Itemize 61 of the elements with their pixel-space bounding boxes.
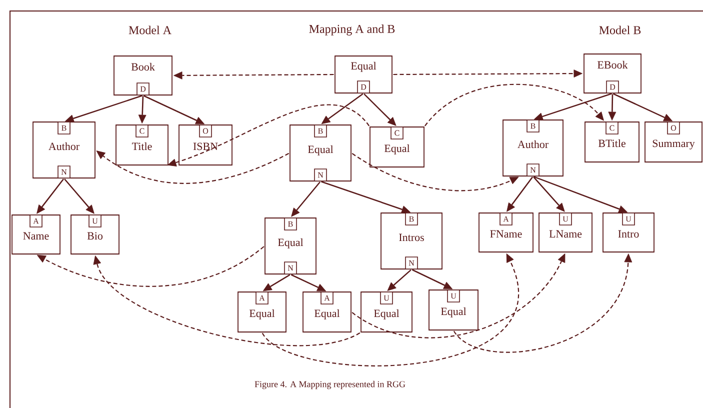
arrow [143, 95, 205, 124]
port-box: A [320, 292, 334, 304]
port-box: A [30, 214, 42, 228]
arrow [533, 176, 565, 212]
caption: Figure 4. A Mapping represented in RGG [254, 380, 406, 390]
arrow [364, 94, 396, 126]
arrow [321, 181, 410, 214]
port-box: B [526, 120, 540, 132]
arrow [534, 93, 612, 120]
port-box: B [405, 212, 418, 226]
port-box: U [622, 212, 635, 226]
arrow [321, 93, 364, 124]
arrow [608, 94, 616, 120]
port-box: O [667, 122, 680, 134]
arrow [291, 182, 320, 217]
dashed-arrow [393, 70, 582, 78]
port-box: N [284, 262, 297, 274]
port-box: N [58, 166, 70, 178]
heading: Model A [128, 26, 172, 34]
arrow [65, 95, 142, 122]
port-box: C [390, 126, 404, 140]
port-box: C [136, 124, 148, 138]
port-box: U [380, 292, 393, 304]
dashed-arrow [174, 72, 334, 80]
dashed-arrow [352, 152, 519, 192]
port-box: C [606, 122, 618, 134]
port-box: B [284, 218, 297, 230]
arrow [262, 274, 290, 292]
port-box: B [58, 122, 70, 134]
port-box: A [256, 292, 268, 304]
port-box: N [526, 164, 540, 176]
arrow [506, 176, 534, 212]
port-box: U [447, 290, 460, 302]
port-box: U [88, 214, 102, 228]
dashed-arrow [96, 150, 290, 184]
dashed-arrow [454, 254, 632, 353]
dashed-arrow [36, 246, 264, 287]
port-box: D [357, 80, 370, 94]
arrow [36, 178, 64, 214]
dashed-arrow [93, 256, 360, 346]
port-box: D [136, 82, 150, 96]
arrow [138, 96, 146, 124]
port-box: B [314, 124, 327, 138]
port-box: N [405, 256, 418, 270]
port-box: O [199, 124, 212, 138]
port-box: U [559, 212, 572, 226]
arrow [387, 269, 412, 291]
port-box: N [314, 168, 327, 182]
dashed-arrow [424, 84, 604, 126]
heading: Mapping A and B [309, 24, 395, 36]
arrow [290, 274, 326, 292]
arrow [534, 176, 628, 213]
arrow [412, 269, 453, 290]
heading: Model B [599, 26, 641, 34]
dashed-arrow [167, 104, 370, 166]
port-box: A [500, 212, 512, 226]
dashed-arrow [352, 253, 566, 338]
port-box: D [606, 80, 619, 94]
dashed-arrow [262, 253, 519, 366]
arrow [64, 178, 94, 214]
arrow [612, 93, 673, 122]
